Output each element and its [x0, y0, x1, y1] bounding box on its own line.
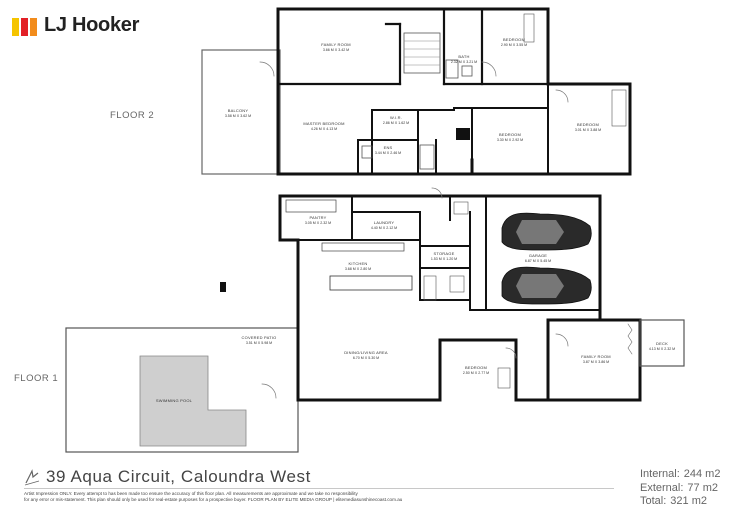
f1-storage-dims: 1.53 M X 1.20 M [431, 257, 457, 261]
area-internal: Internal: 244 m2 [640, 468, 720, 482]
lj-hooker-mark-icon [12, 17, 37, 36]
f1-dining-living-name: DINING/LIVING AREA [344, 350, 388, 355]
f1-covered-patio-dims: 3.51 M X 5.98 M [246, 341, 272, 345]
f1-garage-name: GARAGE [529, 253, 547, 258]
f2-ens-dims: 3.44 M X 2.46 M [375, 151, 401, 155]
area-label: Internal: [640, 468, 680, 480]
f1-kitchen-dims: 3.68 M X 2.80 M [345, 267, 371, 271]
footer-divider [24, 488, 614, 489]
f1-family-room-name: FAMILY ROOM [581, 354, 611, 359]
f1-bedroom-name: BEDROOM [465, 365, 487, 370]
f1-bedroom-dims: 2.50 M X 2.77 M [463, 371, 489, 375]
f2-balcony-dims: 3.58 M X 3.62 M [225, 114, 251, 118]
f2-ens-name: ENS [384, 145, 393, 150]
f1-pantry-dims: 3.05 M X 2.32 M [305, 221, 331, 225]
f2-wir-dims: 2.86 M X 1.62 M [383, 121, 409, 125]
f1-pool-name: SWIMMING POOL [156, 398, 193, 403]
f2-family-room-name: FAMILY ROOM [321, 42, 351, 47]
car-icon-top [501, 212, 592, 251]
area-total: Total: 321 m2 [640, 495, 720, 509]
disclaimer-line-1: Artist Impression ONLY. Every attempt to… [24, 491, 358, 496]
f2-family-room-dims: 3.66 M X 3.42 M [323, 48, 349, 52]
f2-master-dims: 4.26 M X 4.13 M [311, 127, 337, 131]
f1-pantry-name: PANTRY [309, 215, 326, 220]
floor2-label: FLOOR 2 [110, 110, 155, 121]
area-label: External: [640, 481, 684, 494]
f1-covered-patio-name: COVERED PATIO [242, 335, 277, 340]
property-address: 39 Aqua Circuit, Caloundra West [46, 467, 311, 486]
brand-name: LJ Hooker [44, 14, 140, 36]
balcony-outline [201, 49, 281, 175]
floor2-plan [201, 7, 632, 176]
room-labels: FAMILY ROOM 3.66 M X 3.42 M BATH 2.32 M … [156, 37, 675, 403]
area-value: 321 m2 [670, 495, 707, 507]
area-summary: Internal: 244 m2 External: 77 m2 Total: … [640, 468, 720, 509]
area-value: 77 m2 [687, 481, 718, 494]
area-external: External: 77 m2 [640, 482, 720, 496]
f1-deck-dims: 4.13 M X 2.32 M [649, 347, 675, 351]
f2-bedroom-right-name: BEDROOM [577, 122, 599, 127]
deck-outline [639, 319, 685, 367]
swimming-pool-shape [139, 355, 247, 447]
car-icon-bottom [501, 266, 592, 305]
area-label: Total: [640, 495, 667, 507]
f1-garage-dims: 6.87 M X 5.45 M [525, 259, 551, 263]
f2-bath-dims: 2.32 M X 3.21 M [451, 60, 477, 64]
f1-deck-name: DECK [656, 341, 668, 346]
floor1-plan [65, 187, 685, 453]
f1-kitchen-name: KITCHEN [349, 261, 368, 266]
f1-laundry-dims: 4.40 M X 2.12 M [371, 226, 397, 230]
f2-master-name: MASTER BEDROOM [303, 121, 344, 126]
area-value: 244 m2 [683, 468, 721, 480]
f2-bedroom-mid-dims: 3.30 M X 2.92 M [497, 138, 523, 142]
f1-storage-name: STORAGE [434, 251, 455, 256]
f2-wir-name: W.I.R. [390, 115, 402, 120]
f2-balcony-name: BALCONY [228, 108, 249, 113]
f1-laundry-name: LAUNDRY [374, 220, 395, 225]
disclaimer-line-2: for any error or mis-statement. This pla… [24, 497, 403, 503]
f2-bedroom-right-dims: 3.01 M X 3.88 M [575, 128, 601, 132]
disclaimer: Artist Impression ONLY. Every attempt to… [24, 491, 624, 503]
f2-bath-name: BATH [458, 54, 469, 59]
floor1-label: FLOOR 1 [14, 373, 59, 384]
f1-dining-living-dims: 6.70 M X 5.30 M [353, 356, 379, 360]
f2-bedroom-top-name: BEDROOM [503, 37, 525, 42]
signature-mark-icon [24, 469, 40, 486]
f1-family-room-dims: 3.87 M X 3.86 M [583, 360, 609, 364]
f2-bedroom-top-dims: 2.90 M X 3.55 M [501, 43, 527, 47]
brand-logo: LJ Hooker [12, 14, 139, 37]
f2-bedroom-mid-name: BEDROOM [499, 132, 521, 137]
address-line: 39 Aqua Circuit, Caloundra West [24, 467, 311, 487]
